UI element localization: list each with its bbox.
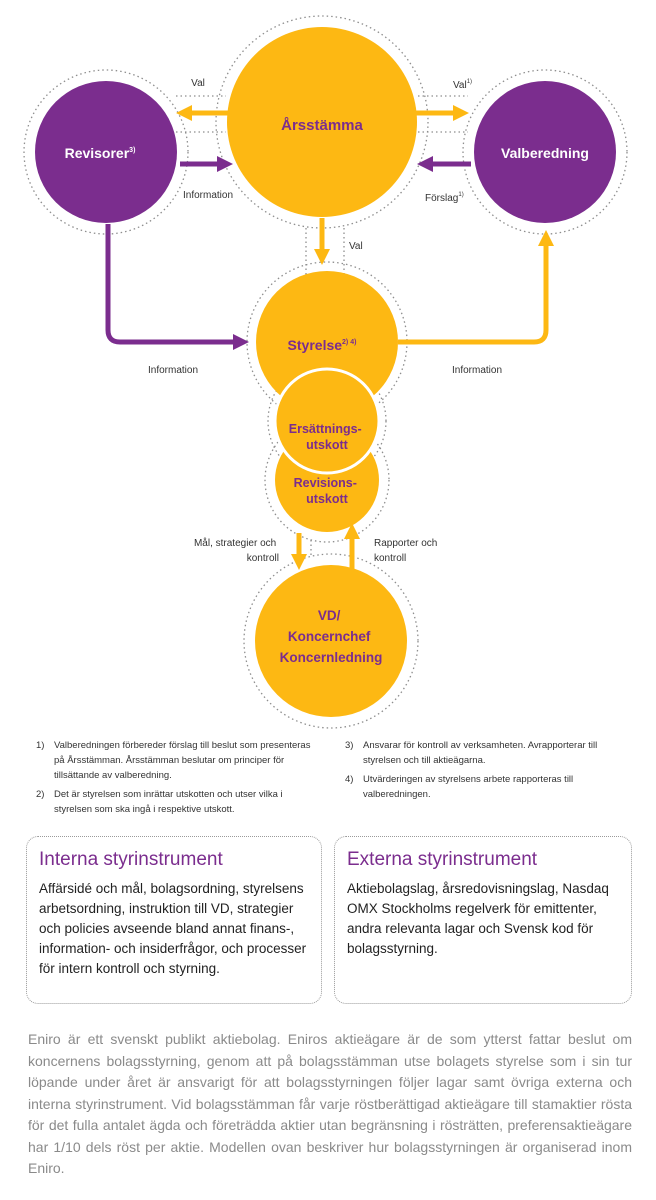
- footnote-number: 4): [345, 774, 354, 785]
- footnote: 1) Valberedningen förbereder förslag til…: [36, 738, 318, 783]
- governance-diagram: Årsstämma Revisorer3) Valberedning Styre…: [23, 15, 628, 729]
- footnote-number: 1): [36, 740, 45, 751]
- node-valberedning: [474, 81, 616, 223]
- label-styrelse: Styrelse2) 4): [288, 337, 357, 353]
- externa-styrinstrument-box: Externa styrinstrument Aktiebolagslag, å…: [334, 836, 632, 1004]
- footnote-text: Ansvarar för kontroll av verksamheten. A…: [363, 740, 598, 766]
- footnote-number: 2): [36, 789, 45, 800]
- node-revisorer: [35, 81, 177, 223]
- edge-label-val-down: Val: [349, 241, 363, 252]
- node-arsstamma: [227, 27, 417, 217]
- interna-title: Interna styrinstrument: [39, 849, 223, 870]
- footnote: 2) Det är styrelsen som inrättar utskott…: [36, 787, 318, 817]
- edge-label-mal-strategier: Mål, strategier och kontroll: [194, 537, 279, 564]
- label-revisorer: Revisorer3): [65, 145, 136, 161]
- node-styrelse: [256, 271, 398, 413]
- edge-label-information-right: Information: [452, 365, 502, 376]
- footnote-text: Valberedningen förbereder förslag till b…: [54, 740, 311, 781]
- node-ersattningsutskott: [273, 367, 381, 475]
- externa-body: Aktiebolagslag, årsredovisningslag, Nasd…: [347, 881, 609, 956]
- node-vd: [255, 565, 407, 717]
- footnotes-right: 3) Ansvarar för kontroll av verksamheten…: [345, 738, 623, 806]
- edge-label-forslag: Förslag1): [425, 192, 464, 204]
- label-ersattningsutskott: Ersättnings- utskott: [289, 422, 365, 452]
- label-valberedning: Valberedning: [501, 145, 589, 161]
- externa-title: Externa styrinstrument: [347, 849, 538, 870]
- edge-label-information-left: Information: [148, 365, 198, 376]
- edge-label-val-right: Val1): [453, 79, 472, 91]
- interna-styrinstrument-box: Interna styrinstrument Affärsidé och mål…: [26, 836, 322, 1004]
- footnotes-left: 1) Valberedningen förbereder förslag til…: [36, 738, 318, 821]
- footnote-text: Det är styrelsen som inrättar utskotten …: [54, 789, 283, 815]
- arrow-information-right: [398, 229, 555, 345]
- description-paragraph: Eniro är ett svenskt publikt aktiebolag.…: [28, 1031, 632, 1176]
- label-arsstamma: Årsstämma: [281, 117, 363, 134]
- interna-body: Affärsidé och mål, bolagsordning, styrel…: [39, 881, 307, 976]
- footnote: 3) Ansvarar för kontroll av verksamheten…: [345, 738, 623, 768]
- edge-label-information-top: Information: [183, 190, 233, 201]
- label-revisionsutskott: Revisions- utskott: [294, 476, 361, 506]
- edge-label-rapporter: Rapporter och kontroll: [374, 538, 440, 564]
- label-vd: VD/ Koncernchef Koncernledning: [280, 608, 383, 665]
- edge-label-val-left: Val: [191, 78, 205, 89]
- footnote-number: 3): [345, 740, 354, 751]
- arrow-information-left: [105, 224, 250, 351]
- footnote: 4) Utvärderingen av styrelsens arbete ra…: [345, 772, 623, 802]
- footnote-text: Utvärderingen av styrelsens arbete rappo…: [363, 774, 574, 800]
